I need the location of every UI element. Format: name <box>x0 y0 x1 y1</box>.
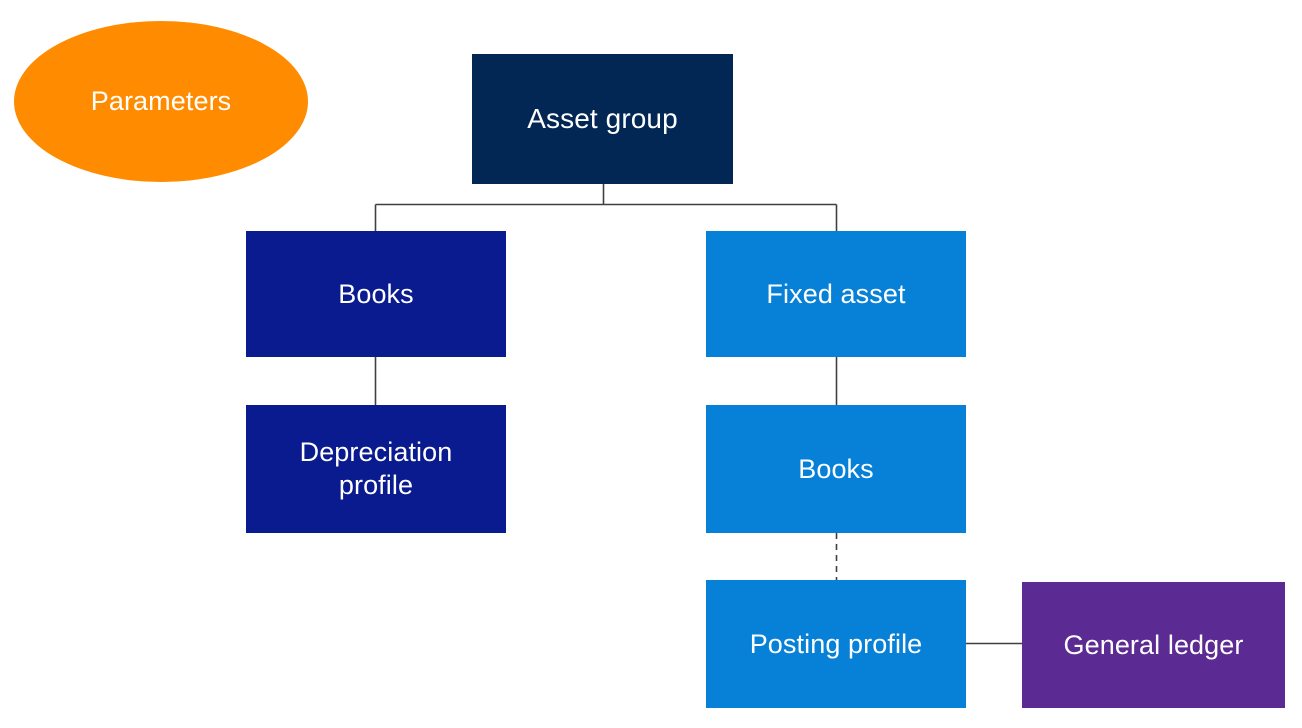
node-fixed-asset[interactable]: Fixed asset <box>706 231 966 357</box>
node-general-ledger[interactable]: General ledger <box>1022 582 1285 708</box>
node-posting-profile[interactable]: Posting profile <box>706 580 966 708</box>
node-fixed-asset-label: Fixed asset <box>766 278 906 309</box>
node-parameters-label: Parameters <box>90 86 232 117</box>
node-general-ledger-label: General ledger <box>1063 629 1244 660</box>
node-books-right[interactable]: Books <box>706 405 966 533</box>
node-asset-group[interactable]: Asset group <box>472 54 733 184</box>
node-asset-group-label: Asset group <box>527 102 678 134</box>
node-depreciation-profile[interactable]: Depreciation profile <box>246 405 506 533</box>
node-books-right-label: Books <box>798 453 874 484</box>
node-books-left[interactable]: Books <box>246 231 506 357</box>
node-books-left-label: Books <box>338 278 414 309</box>
node-depreciation-profile-label: Depreciation profile <box>299 437 453 500</box>
node-parameters[interactable]: Parameters <box>14 21 308 182</box>
node-posting-profile-label: Posting profile <box>749 628 923 659</box>
